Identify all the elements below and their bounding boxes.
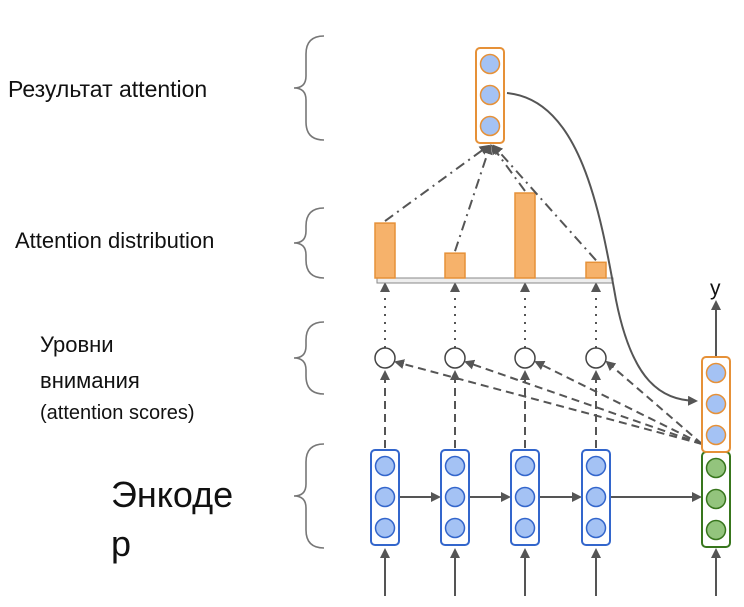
distribution-bar-1 [374, 222, 396, 279]
brace-attention-output [293, 35, 325, 141]
decoder-input-vector-cell-1 [705, 457, 727, 479]
attention-distribution-label: Attention distribution [15, 228, 215, 253]
encoder-vector-2-cell-1 [444, 455, 466, 477]
brace-encoder [293, 443, 325, 549]
decoder-to-score-arrow-3 [534, 361, 703, 445]
encoder-vector-4-cell-1 [585, 455, 607, 477]
attention-output-label: Результат attention [8, 76, 208, 102]
output-to-decoder-curve [506, 92, 698, 406]
encoder-vector-3-cell-2 [514, 486, 536, 508]
distribution-to-output-arrow-4 [492, 144, 597, 261]
braces-group [293, 35, 325, 549]
attention-scores-label-line1: Уровни [40, 332, 114, 357]
distribution-baseline [376, 277, 614, 284]
distribution-bar-4 [585, 261, 607, 279]
encoder-vector-4-cell-2 [585, 486, 607, 508]
distribution-to-output-arrow-3 [490, 144, 526, 192]
encoder-vector-1-cell-3 [374, 517, 396, 539]
attention-output-vector-cell-3 [479, 115, 501, 137]
arrows-group [374, 92, 721, 596]
encoder-vector-4-cell-3 [585, 517, 607, 539]
decoder-to-score-arrow-4 [605, 360, 703, 445]
attention-scores-label-line3: (attention scores) [40, 402, 195, 424]
decoder-input-vector-cell-3 [705, 519, 727, 541]
decoder-output-vector-cell-3 [705, 424, 727, 446]
encoder-label-line1: Энкоде [111, 474, 234, 515]
vectors-group [370, 47, 731, 548]
distribution-bar-2 [444, 252, 466, 279]
attention-score-circle-2 [444, 347, 466, 369]
decoder-input-vector-cell-2 [705, 488, 727, 510]
attention-score-circle-1 [374, 347, 396, 369]
encoder-vector-3-cell-1 [514, 455, 536, 477]
output-y-label: y [710, 277, 721, 300]
decoder-output-vector-cell-2 [705, 393, 727, 415]
distribution-to-output-arrow-2 [454, 144, 493, 252]
distribution-bar-3 [514, 192, 536, 279]
attention-output-vector-cell-2 [479, 84, 501, 106]
decoder-to-score-arrow-2 [464, 359, 703, 445]
encoder-vector-3-cell-3 [514, 517, 536, 539]
attention-scores-label-line2: внимания [40, 368, 140, 393]
encoder-vector-1-cell-1 [374, 455, 396, 477]
encoder-vector-2-cell-2 [444, 486, 466, 508]
decoder-to-score-arrow-1 [394, 359, 703, 445]
attention-score-circle-4 [585, 347, 607, 369]
attention-output-vector-cell-1 [479, 53, 501, 75]
encoder-label-line2: р [111, 523, 132, 564]
encoder-vector-1-cell-2 [374, 486, 396, 508]
brace-attention-scores [293, 321, 325, 395]
decoder-output-vector-cell-1 [705, 362, 727, 384]
brace-attention-distribution [293, 207, 325, 279]
distribution-to-output-arrow-1 [384, 144, 490, 222]
attention-score-circle-3 [514, 347, 536, 369]
encoder-vector-2-cell-3 [444, 517, 466, 539]
